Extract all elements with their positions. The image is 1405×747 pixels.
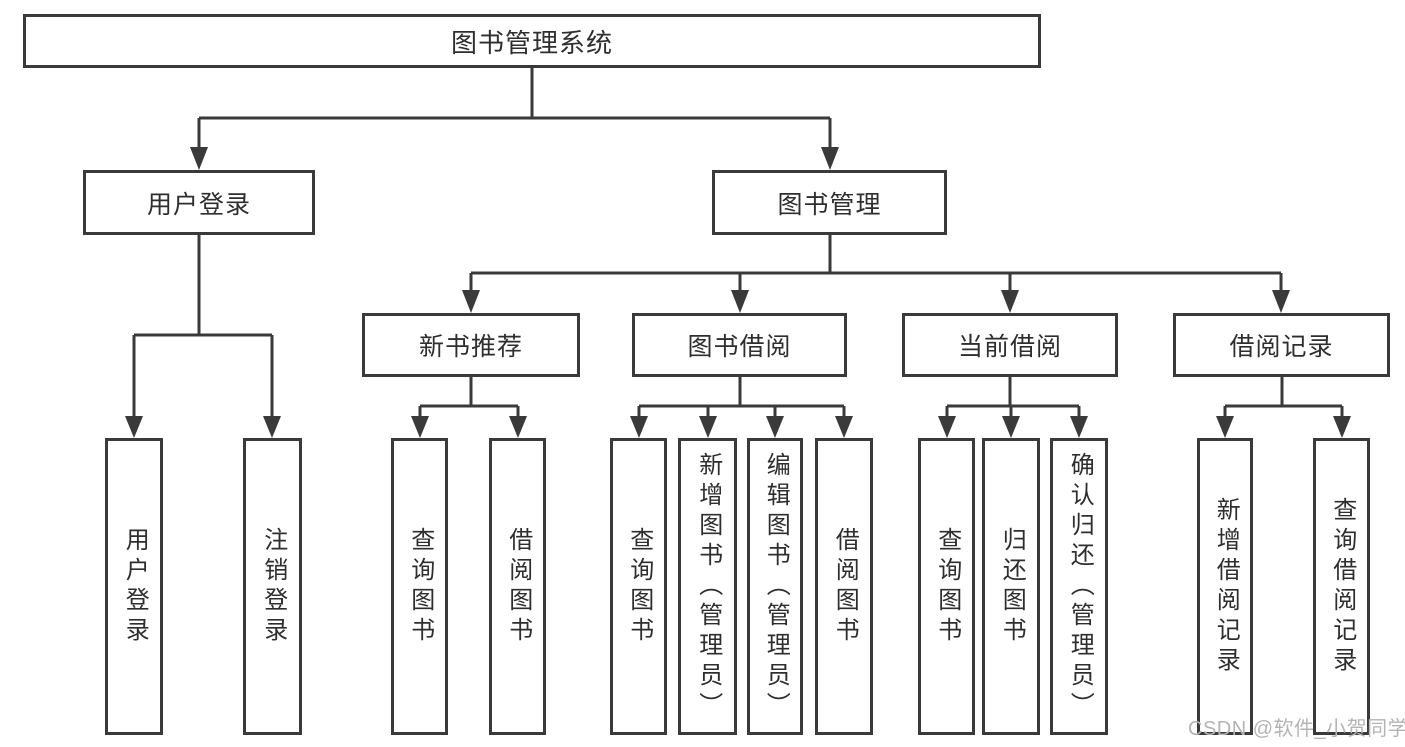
leaf-query-books-recommend: 查询图书 — [391, 438, 448, 735]
leaf-borrow-books-recommend: 借阅图书 — [489, 438, 546, 735]
leaf-edit-book-admin: 编辑图书（管理员） — [747, 438, 803, 735]
leaf-return-books: 归还图书 — [982, 438, 1040, 735]
csdn-watermark: CSDN @软件_小贺同学 — [1188, 718, 1405, 740]
leaf-query-books-current: 查询图书 — [918, 438, 975, 735]
node-new-book-recommend: 新书推荐 — [362, 313, 580, 377]
node-root-system: 图书管理系统 — [23, 14, 1041, 68]
connector-book-borrow — [637, 377, 846, 420]
leaf-confirm-return-admin: 确认归还（管理员） — [1050, 438, 1108, 735]
connector-user-login — [132, 235, 274, 420]
leaf-query-borrow-record: 查询借阅记录 — [1313, 438, 1370, 735]
node-current-borrow: 当前借阅 — [902, 313, 1118, 377]
connector-book-mgmt — [469, 235, 1283, 296]
connector-new-book — [418, 377, 520, 420]
node-user-login: 用户登录 — [83, 170, 315, 235]
leaf-query-books-borrow: 查询图书 — [610, 438, 667, 735]
leaf-user-login: 用户登录 — [105, 438, 163, 735]
connector-current-borrow — [945, 377, 1081, 420]
node-book-management: 图书管理 — [712, 170, 947, 235]
connector-borrow-record — [1223, 377, 1344, 420]
leaf-add-book-admin: 新增图书（管理员） — [678, 438, 737, 735]
connector-root — [197, 68, 832, 152]
leaf-logout: 注销登录 — [243, 438, 302, 735]
leaf-borrow-books: 借阅图书 — [815, 438, 873, 735]
node-borrow-records: 借阅记录 — [1173, 313, 1390, 377]
node-book-borrow: 图书借阅 — [632, 313, 847, 377]
leaf-add-borrow-record: 新增借阅记录 — [1197, 438, 1253, 735]
